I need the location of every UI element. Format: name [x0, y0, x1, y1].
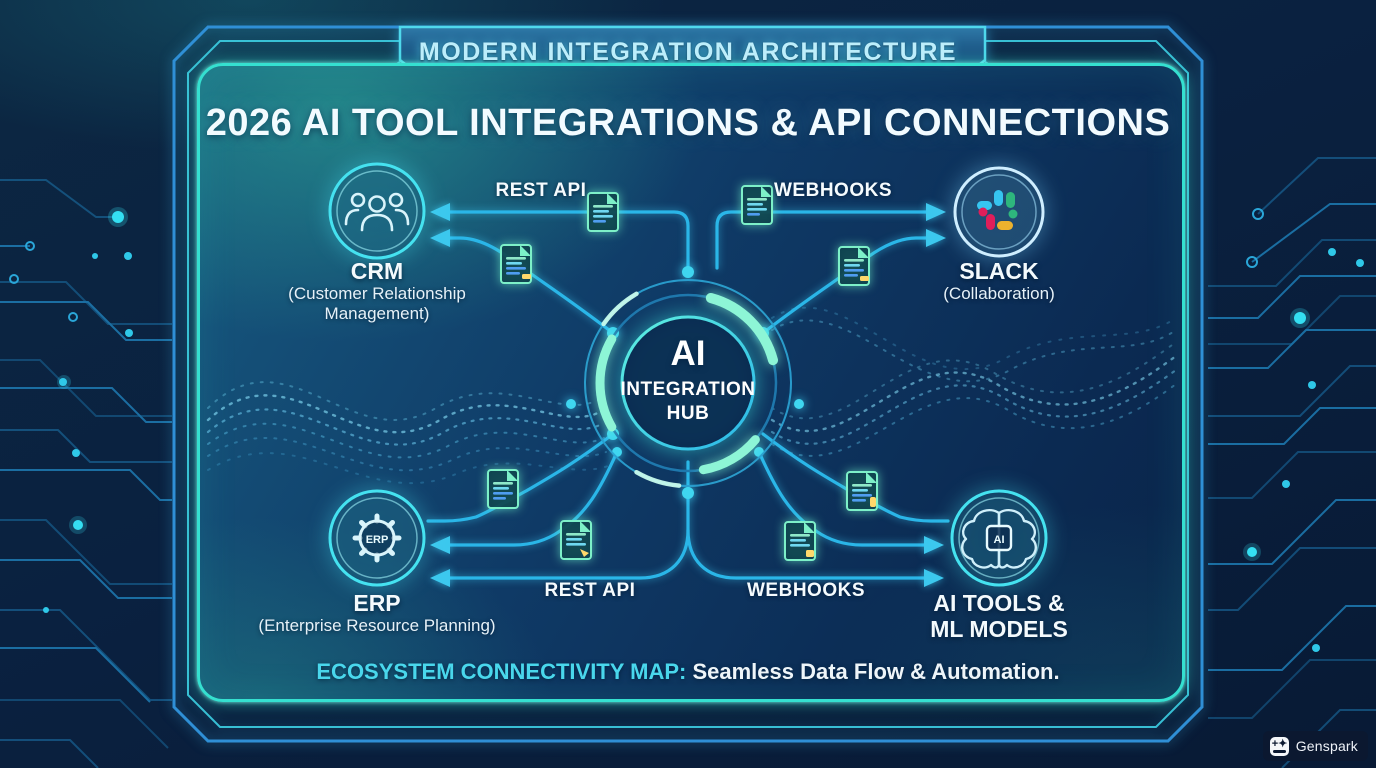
banner-title: MODERN INTEGRATION ARCHITECTURE	[418, 38, 958, 66]
crm-node-circle	[328, 162, 426, 260]
connection-label-bottom-right: WEBHOOKS	[747, 580, 865, 601]
slack-title: SLACK	[959, 258, 1039, 284]
genspark-logo-glyph: +✦	[1271, 737, 1288, 750]
connection-label-bottom-left: REST API	[544, 580, 636, 601]
circuit-traces-right	[1208, 157, 1376, 768]
users-icon	[344, 192, 410, 232]
hub-arc-segments	[595, 293, 778, 475]
connection-label-top-left: REST API	[495, 180, 587, 201]
line-hub-crm-1	[446, 210, 690, 278]
hub-label-hub: HUB	[666, 403, 710, 424]
document-icon	[784, 521, 816, 561]
ai-tools-title-1: AI TOOLS &	[933, 590, 1065, 616]
ai-tools-node-label: AI TOOLS & ML MODELS	[930, 590, 1068, 642]
hub-label-ai: AI	[670, 334, 706, 373]
genspark-logo-bar	[1272, 749, 1286, 753]
hub-label-integration: INTEGRATION	[620, 379, 756, 400]
ai-tools-node-circle: AI	[950, 489, 1048, 587]
document-icon	[741, 185, 773, 225]
gear-icon: ERP	[352, 513, 402, 563]
footer-caption: ECOSYSTEM CONNECTIVITY MAP: Seamless Dat…	[316, 659, 1059, 685]
watermark-label: Genspark	[1295, 738, 1358, 754]
line-hub-slack-1	[715, 210, 930, 270]
erp-subtitle: (Enterprise Resource Planning)	[258, 616, 496, 635]
document-icon	[500, 244, 532, 284]
crm-node-label: CRM (Customer Relationship Management)	[288, 258, 466, 324]
brain-chip-icon: AI	[960, 509, 1038, 569]
document-icon	[560, 520, 592, 560]
erp-node-circle: ERP	[328, 489, 426, 587]
erp-node-label: ERP (Enterprise Resource Planning)	[258, 590, 495, 636]
crm-title: CRM	[350, 258, 404, 284]
gear-icon-label: ERP	[366, 534, 389, 546]
slack-node-label: SLACK (Collaboration)	[943, 258, 1055, 304]
frame-inner-line	[187, 40, 1189, 728]
circuit-traces-left	[0, 179, 172, 768]
circuit-dots-left	[9, 207, 133, 613]
footer-caption-highlight: ECOSYSTEM CONNECTIVITY MAP:	[316, 659, 687, 684]
erp-title: ERP	[353, 590, 401, 616]
slack-logo-icon	[977, 190, 1018, 230]
frame-outer-line	[172, 25, 1204, 743]
hub-outer-ticks	[601, 291, 682, 488]
genspark-logo-icon: +✦	[1269, 736, 1289, 756]
connection-label-top-right: WEBHOOKS	[774, 180, 892, 201]
document-icon	[846, 471, 878, 511]
document-icon	[487, 469, 519, 509]
crm-subtitle-1: (Customer Relationship	[288, 284, 466, 303]
genspark-watermark: +✦ Genspark	[1262, 731, 1368, 761]
page-title: 2026 AI TOOL INTEGRATIONS & API CONNECTI…	[205, 102, 1171, 144]
slack-node-circle	[953, 166, 1045, 258]
hub-label: AI INTEGRATION HUB	[621, 335, 756, 425]
particle-wave-right	[770, 306, 1178, 457]
document-icon	[587, 192, 619, 232]
hub-rings	[584, 279, 792, 488]
circuit-dots-right	[1243, 208, 1364, 652]
ai-tools-title-2: ML MODELS	[930, 616, 1068, 642]
arrowheads	[430, 203, 946, 587]
document-icons	[487, 185, 878, 561]
slack-subtitle: (Collaboration)	[943, 284, 1055, 303]
particle-wave-left	[206, 381, 609, 485]
line-hub-ai-3	[686, 528, 928, 580]
chip-icon-label: AI	[994, 534, 1005, 546]
crm-subtitle-2: Management)	[324, 304, 430, 323]
document-icon	[838, 246, 870, 286]
footer-caption-text: Seamless Data Flow & Automation.	[686, 659, 1060, 684]
